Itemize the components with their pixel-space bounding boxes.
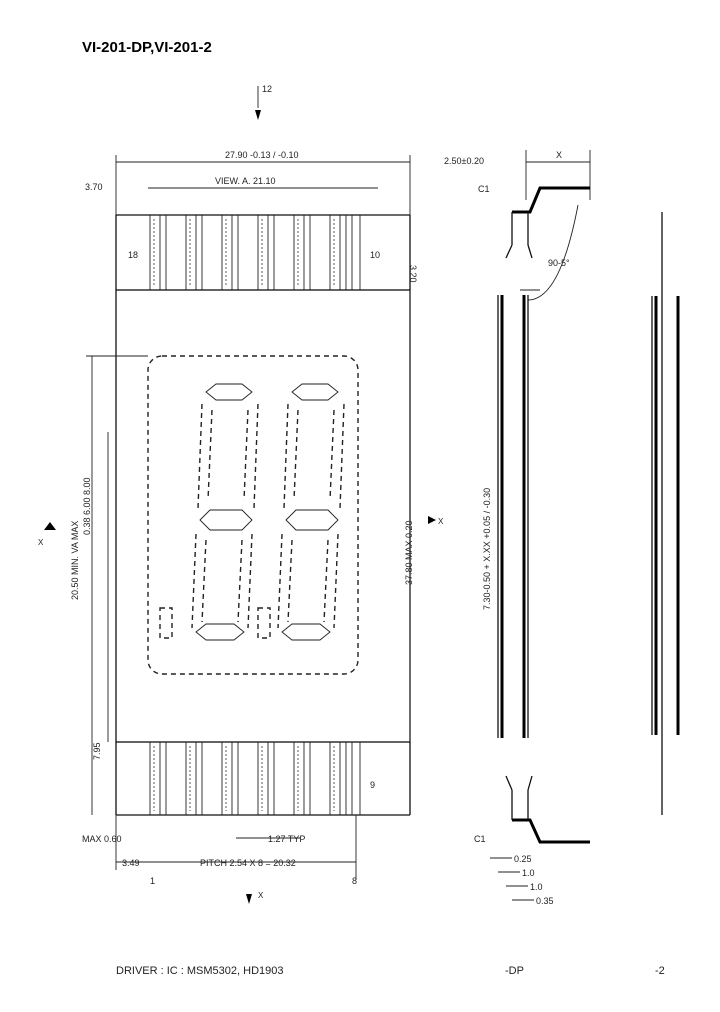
pin — [221, 742, 239, 815]
arrow-label-top: 12 — [262, 84, 272, 94]
angle-label: 90-5° — [548, 258, 570, 268]
pin — [185, 215, 203, 290]
pin — [329, 742, 347, 815]
pin — [257, 215, 275, 290]
bottom-dim-d: 0.35 — [536, 896, 554, 906]
overall-height-label: 37.80 MAX 0.20 — [404, 520, 414, 585]
pin-label-10: 10 — [370, 250, 380, 260]
pin — [257, 742, 275, 815]
bottom-height-label: 7.95 — [92, 742, 102, 760]
pin — [149, 742, 167, 815]
left-pin-offset-label: 3.49 — [122, 858, 140, 868]
right-view-arrow-icon: X — [428, 516, 444, 526]
dp-suffix-label: -DP — [505, 965, 524, 977]
lead-thickness-label: 2.50±0.20 — [444, 156, 484, 166]
pin-width-label: 1.27 TYP — [268, 834, 305, 844]
digit — [191, 383, 259, 641]
pin-1-label: 1 — [150, 876, 155, 886]
bottom-dim-a: 0.25 — [514, 854, 532, 864]
top-pin-block — [115, 214, 411, 290]
driver-label: DRIVER : IC : MSM5302, HD1903 — [116, 965, 284, 977]
digit — [277, 383, 345, 641]
far-right-side-view — [651, 212, 680, 815]
pin — [351, 215, 361, 290]
bottom-dim-b: 1.0 — [522, 868, 535, 878]
bottom-dim-c: 1.0 — [530, 882, 543, 892]
bottom-pin-block — [115, 742, 411, 816]
va-tolerance-label: 0.38 6.00 8.00 — [82, 477, 92, 535]
pin-8-label: 8 — [352, 876, 357, 886]
top-right-dim-label: 3.20 — [408, 265, 418, 283]
decimal-mark — [159, 607, 173, 639]
left-view-arrow-icon: X — [38, 522, 56, 547]
va-width-label: VIEW. A. 21.10 — [215, 176, 276, 186]
overall-width-label: 27.90 -0.13 / -0.10 — [225, 150, 299, 160]
bottom-view-arrow-icon: X — [246, 891, 264, 904]
pin — [329, 215, 347, 290]
side-top-lead — [505, 186, 590, 259]
seven-segment-digits — [159, 383, 345, 641]
arrow-label-bottom: X — [258, 891, 264, 900]
va-height-label: 20.50 MIN. VA MAX — [70, 521, 80, 600]
drawing-title: VI-201-DP,VI-201-2 — [82, 39, 212, 56]
pin — [185, 742, 203, 815]
pin — [149, 215, 167, 290]
angle-arc — [527, 204, 579, 301]
pin — [221, 215, 239, 290]
viewing-area-outline — [147, 355, 359, 675]
c1-bottom-label: C1 — [474, 834, 486, 844]
arrow-label-right: X — [438, 517, 444, 526]
left-offset-label: 3.70 — [85, 182, 103, 192]
pitch-label: PITCH 2.54 X 8 = 20.32 — [200, 858, 296, 868]
c1-top-label: C1 — [478, 184, 490, 194]
side-glass-body — [497, 295, 529, 738]
pin-label-9: 9 — [370, 780, 375, 790]
lead-x-label: X — [556, 150, 562, 160]
top-view-arrow-icon: 12 — [255, 84, 272, 120]
side-bottom-lead — [505, 775, 590, 844]
pin — [293, 742, 311, 815]
pin — [351, 742, 361, 815]
thickness-label: 7.30-0.50 + X.XX +0.05 / -0.30 — [482, 488, 492, 610]
variant-suffix-label: -2 — [655, 965, 665, 977]
pin-label-18: 18 — [128, 250, 138, 260]
bottom-pins — [149, 742, 361, 815]
top-pins — [149, 215, 361, 290]
decimal-mark — [257, 607, 271, 639]
max-dim-label: MAX 0.60 — [82, 834, 122, 844]
pin — [293, 215, 311, 290]
arrow-label-left: X — [38, 538, 44, 547]
